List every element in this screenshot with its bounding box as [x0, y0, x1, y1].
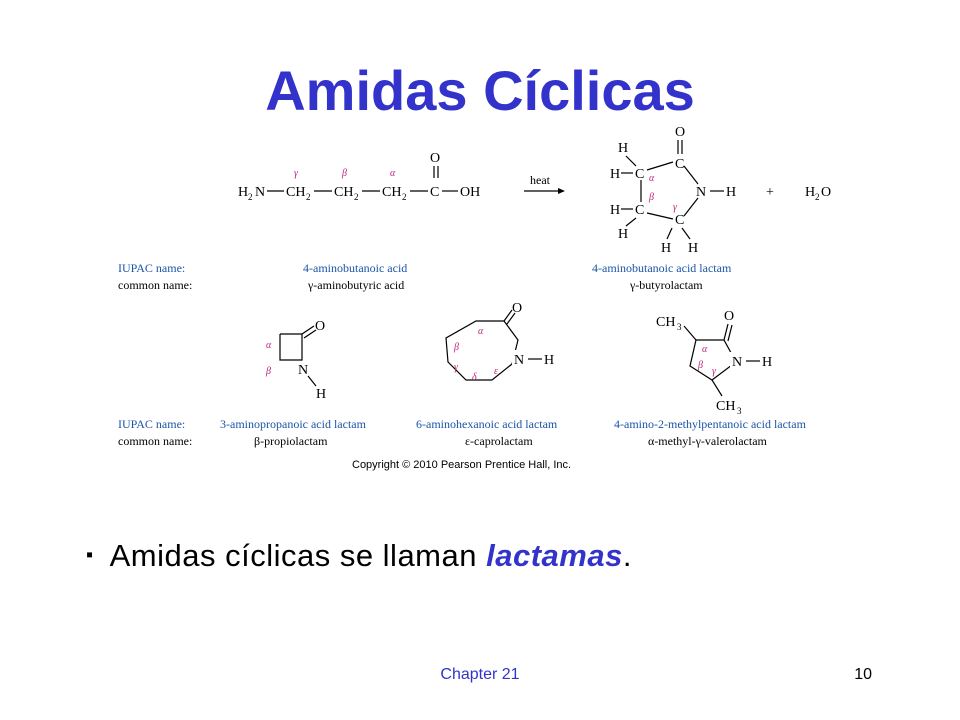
water-molecule: H 2 O: [805, 185, 831, 202]
bullet-text: Amidas cíclicas se llaman: [109, 538, 487, 573]
svg-text:CH: CH: [656, 315, 675, 330]
svg-text:γ: γ: [712, 366, 717, 377]
atom-ch2-gamma: CH: [286, 185, 305, 200]
svg-text:O: O: [724, 309, 734, 324]
bullet-point: ▪ Amidas cíclicas se llaman lactamas.: [86, 538, 632, 574]
svg-text:O: O: [512, 301, 522, 316]
row1-common-label: common name:: [118, 278, 192, 292]
atom-c-alpha: C: [635, 167, 644, 182]
valerolactam-iupac-name: 4-amino-2-methylpentanoic acid lactam: [614, 417, 807, 431]
atom-h5: H: [661, 241, 671, 256]
svg-text:3: 3: [677, 322, 682, 332]
svg-text:α: α: [702, 344, 708, 355]
atom-h3: H: [610, 203, 620, 218]
svg-text:2: 2: [402, 192, 407, 202]
footer-chapter: Chapter 21: [440, 666, 520, 683]
atom-o: O: [675, 125, 685, 140]
atom-h2n-sub: 2: [248, 192, 253, 202]
valerolactam-common-name: α-methyl-γ-valerolactam: [648, 434, 768, 448]
lactam-structures-diagram: H 2 N CH 2 CH 2 CH 2 C O OH γ β α heat O…: [118, 125, 831, 471]
caprolactam-common-name: ε-caprolactam: [465, 434, 533, 448]
atom-h2n-n: N: [255, 185, 265, 200]
svg-text:3: 3: [737, 406, 742, 416]
atom-oh: OH: [460, 185, 480, 200]
valerolactam-structure: O N H CH 3 CH 3 α β γ: [656, 309, 772, 416]
atom-c-gamma: C: [675, 213, 684, 228]
svg-text:α: α: [649, 173, 655, 184]
svg-text:β: β: [453, 342, 459, 353]
svg-text:γ: γ: [673, 202, 678, 213]
label-gamma: γ: [294, 168, 299, 179]
svg-text:H: H: [762, 355, 772, 370]
atom-ch2-beta: CH: [334, 185, 353, 200]
atom-h2: H: [610, 167, 620, 182]
gaba-structure: H 2 N CH 2 CH 2 CH 2 C O OH γ β α: [238, 151, 480, 202]
butyrolactam-structure: O C C C C N H H H H H H H α β γ: [610, 125, 736, 256]
caprolactam-structure: O N H α β γ δ ε: [445, 301, 554, 383]
butyrolactam-common-name: γ-butyrolactam: [629, 278, 703, 292]
svg-text:2: 2: [354, 192, 359, 202]
bullet-end: .: [622, 538, 632, 573]
atom-nh-h: H: [726, 185, 736, 200]
svg-text:2: 2: [815, 192, 820, 202]
svg-text:H: H: [316, 387, 326, 402]
atom-h4: H: [618, 227, 628, 242]
page-number: 10: [854, 666, 872, 683]
svg-text:CH: CH: [716, 399, 735, 414]
svg-text:γ: γ: [454, 362, 459, 373]
svg-text:β: β: [697, 360, 703, 371]
atom-carbonyl-o: O: [430, 151, 440, 166]
atom-h6: H: [688, 241, 698, 256]
svg-text:H: H: [544, 353, 554, 368]
bullet-marker: ▪: [86, 544, 94, 566]
caprolactam-iupac-name: 6-aminohexanoic acid lactam: [416, 417, 558, 431]
svg-text:β: β: [265, 366, 271, 377]
heat-label: heat: [530, 173, 551, 187]
row2-common-label: common name:: [118, 434, 192, 448]
gaba-iupac-name: 4-aminobutanoic acid: [303, 261, 407, 275]
svg-text:O: O: [315, 319, 325, 334]
gaba-common-name: γ-aminobutyric acid: [307, 278, 404, 292]
copyright-notice: Copyright © 2010 Pearson Prentice Hall, …: [352, 459, 571, 471]
slide-title: Amidas Cíclicas: [265, 59, 695, 122]
atom-n: N: [696, 185, 706, 200]
row2-iupac-label: IUPAC name:: [118, 417, 185, 431]
svg-text:α: α: [266, 340, 272, 351]
svg-text:O: O: [821, 185, 831, 200]
row1-iupac-label: IUPAC name:: [118, 261, 185, 275]
atom-h2n-h: H: [238, 185, 248, 200]
heat-arrow: heat: [524, 173, 565, 194]
svg-text:H: H: [805, 185, 815, 200]
svg-text:2: 2: [306, 192, 311, 202]
atom-c-carbonyl: C: [675, 157, 684, 172]
label-beta: β: [341, 168, 347, 179]
svg-text:β: β: [648, 192, 654, 203]
svg-text:N: N: [514, 353, 524, 368]
butyrolactam-iupac-name: 4-aminobutanoic acid lactam: [592, 261, 732, 275]
bullet-emphasis: lactamas: [486, 538, 623, 573]
label-alpha: α: [390, 168, 396, 179]
propiolactam-structure: O N H α β: [265, 319, 326, 402]
plus-sign: +: [766, 185, 774, 200]
propiolactam-common-name: β-propiolactam: [254, 434, 328, 448]
svg-text:ε: ε: [494, 366, 498, 377]
svg-text:δ: δ: [472, 372, 477, 383]
atom-carbonyl-c: C: [430, 185, 439, 200]
svg-text:α: α: [478, 326, 484, 337]
svg-text:N: N: [732, 355, 742, 370]
svg-text:N: N: [298, 363, 308, 378]
lactam-figure: H 2 N CH 2 CH 2 CH 2 C O OH γ β α heat O…: [110, 118, 850, 478]
atom-ch2-alpha: CH: [382, 185, 401, 200]
propiolactam-iupac-name: 3-aminopropanoic acid lactam: [220, 417, 367, 431]
atom-h1: H: [618, 141, 628, 156]
atom-c-beta: C: [635, 203, 644, 218]
